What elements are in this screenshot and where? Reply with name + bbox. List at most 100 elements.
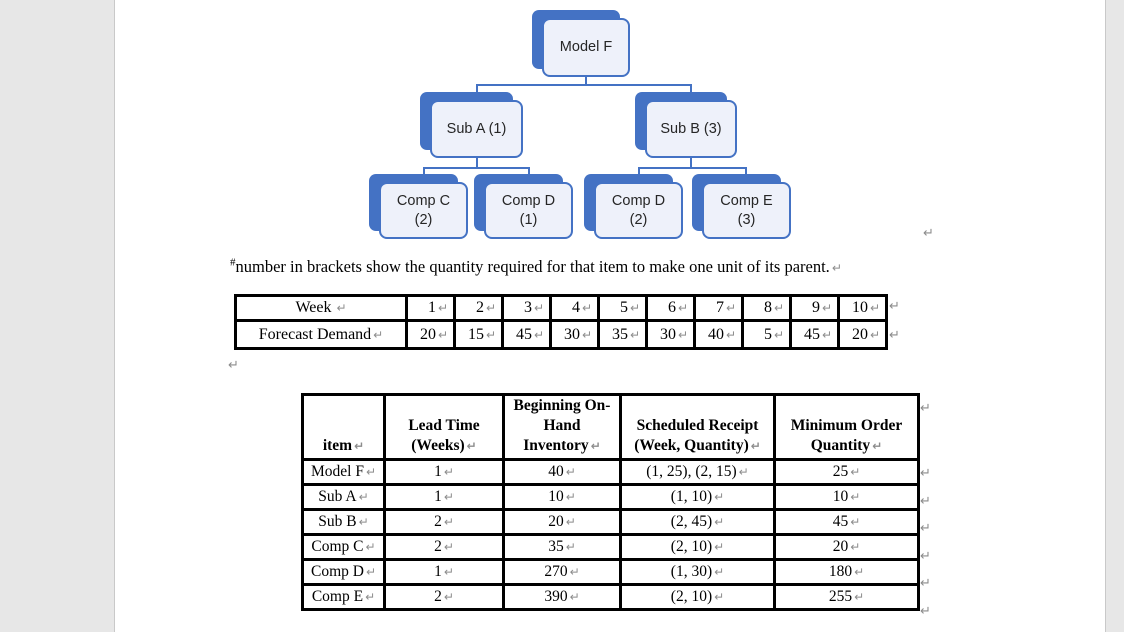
node-comp-d2: Comp D (2): [584, 174, 683, 239]
lead-time-cell: 1↵: [383, 558, 505, 586]
paragraph-mark: ↵: [831, 261, 842, 275]
header-scheduled-receipt: Scheduled Receipt (Week, Quantity)↵: [619, 393, 776, 461]
demand-cell: 20↵: [405, 319, 456, 350]
cell-mark: ↵: [725, 301, 736, 315]
min-order-cell: 45↵: [773, 508, 920, 536]
week-cell: 5↵: [597, 294, 648, 322]
cell-mark: ↵: [773, 327, 784, 342]
cell-mark: ↵: [773, 301, 784, 315]
cell-mark: ↵: [533, 301, 544, 315]
connector-line: [423, 167, 530, 169]
row-end-mark: ↵: [920, 401, 931, 416]
cell-mark: ↵: [850, 515, 861, 529]
row-end-mark: ↵: [920, 466, 931, 481]
demand-cell: 30↵: [549, 319, 600, 350]
row-end-mark: ↵: [920, 494, 931, 509]
item-cell: Comp C↵: [301, 533, 386, 561]
cell-mark: ↵: [677, 327, 688, 342]
receipt-cell: (2, 10)↵: [619, 583, 776, 611]
receipt-cell: (1, 30)↵: [619, 558, 776, 586]
cell-mark: ↵: [714, 540, 725, 554]
cell-mark: ↵: [569, 565, 580, 579]
cell-mark: ↵: [569, 590, 580, 604]
cell-mark: ↵: [872, 439, 883, 453]
cell-mark: ↵: [466, 439, 477, 453]
cell-mark: ↵: [629, 301, 640, 315]
receipt-cell: (1, 10)↵: [619, 483, 776, 511]
node-model-f: Model F: [532, 10, 630, 77]
mrp-row-sub-a: Sub A↵ 1↵ 10↵ (1, 10)↵ 10↵: [301, 483, 920, 511]
cell-mark: ↵: [437, 301, 448, 315]
connector-line: [638, 167, 747, 169]
forecast-demand-row: Forecast Demand↵ 20↵ 15↵ 45↵ 30↵ 35↵ 30↵…: [234, 319, 888, 350]
week-cell: 10↵: [837, 294, 888, 322]
inventory-cell: 10↵: [502, 483, 622, 511]
demand-label-cell: Forecast Demand↵: [234, 319, 408, 350]
receipt-cell: (2, 10)↵: [619, 533, 776, 561]
cell-mark: ↵: [485, 301, 496, 315]
cell-mark: ↵: [714, 515, 725, 529]
week-header-row: Week↵ 1↵ 2↵ 3↵ 4↵ 5↵ 6↵ 7↵ 8↵ 9↵ 10↵: [234, 294, 888, 322]
mrp-row-comp-d: Comp D↵ 1↵ 270↵ (1, 30)↵ 180↵: [301, 558, 920, 586]
cell-mark: ↵: [365, 540, 376, 554]
cell-mark: ↵: [565, 465, 576, 479]
footnote-marker: #: [230, 256, 236, 269]
forecast-demand-table: Week↵ 1↵ 2↵ 3↵ 4↵ 5↵ 6↵ 7↵ 8↵ 9↵ 10↵ For…: [234, 294, 888, 350]
header-beginning-inventory: Beginning On-Hand Inventory↵: [502, 393, 622, 461]
cell-mark: ↵: [443, 490, 454, 504]
item-cell: Comp D↵: [301, 558, 386, 586]
node-label: Comp D (1): [501, 192, 556, 228]
header-minimum-order: Minimum Order Quantity↵: [773, 393, 920, 461]
node-comp-e: Comp E (3): [692, 174, 791, 239]
lead-time-cell: 1↵: [383, 483, 505, 511]
cell-mark: ↵: [854, 590, 865, 604]
footnote-text: number in brackets show the quantity req…: [235, 257, 830, 276]
node-label: Model F: [559, 39, 613, 55]
node-sub-a: Sub A (1): [420, 92, 523, 158]
cell-mark: ↵: [565, 490, 576, 504]
min-order-cell: 20↵: [773, 533, 920, 561]
inventory-cell: 35↵: [502, 533, 622, 561]
node-label: Sub B (3): [660, 120, 722, 137]
bom-hierarchy-diagram: Model F Sub A (1) Sub B (3) Comp C (2) C…: [115, 0, 1107, 250]
cell-mark: ↵: [358, 515, 369, 529]
cell-mark: ↵: [725, 327, 736, 342]
cell-mark: ↵: [677, 301, 688, 315]
cell-mark: ↵: [443, 565, 454, 579]
cell-mark: ↵: [869, 301, 880, 315]
demand-cell: 15↵: [453, 319, 504, 350]
cell-mark: ↵: [750, 439, 761, 453]
cell-mark: ↵: [365, 590, 376, 604]
cell-mark: ↵: [821, 301, 832, 315]
receipt-cell: (2, 45)↵: [619, 508, 776, 536]
demand-cell: 35↵: [597, 319, 648, 350]
min-order-cell: 25↵: [773, 458, 920, 486]
demand-cell: 45↵: [789, 319, 840, 350]
item-cell: Comp E↵: [301, 583, 386, 611]
cell-mark: ↵: [533, 327, 544, 342]
row-end-mark: ↵: [920, 576, 931, 591]
min-order-cell: 180↵: [773, 558, 920, 586]
row-end-mark: ↵: [889, 299, 900, 314]
cell-mark: ↵: [850, 465, 861, 479]
week-label-cell: Week↵: [234, 294, 408, 322]
cell-mark: ↵: [437, 327, 448, 342]
week-cell: 7↵: [693, 294, 744, 322]
node-comp-c: Comp C (2): [369, 174, 468, 239]
demand-cell: 5↵: [741, 319, 792, 350]
row-end-mark: ↵: [889, 328, 900, 343]
cell-mark: ↵: [443, 590, 454, 604]
demand-cell: 30↵: [645, 319, 696, 350]
cell-mark: ↵: [714, 565, 725, 579]
inventory-cell: 40↵: [502, 458, 622, 486]
min-order-cell: 10↵: [773, 483, 920, 511]
cell-mark: ↵: [354, 439, 365, 453]
document-page: Model F Sub A (1) Sub B (3) Comp C (2) C…: [114, 0, 1106, 632]
node-sub-b: Sub B (3): [635, 92, 737, 158]
node-label: Comp D (2): [611, 192, 666, 228]
mrp-row-sub-b: Sub B↵ 2↵ 20↵ (2, 45)↵ 45↵: [301, 508, 920, 536]
mrp-row-comp-c: Comp C↵ 2↵ 35↵ (2, 10)↵ 20↵: [301, 533, 920, 561]
lead-time-cell: 2↵: [383, 508, 505, 536]
header-lead-time: Lead Time (Weeks)↵: [383, 393, 505, 461]
